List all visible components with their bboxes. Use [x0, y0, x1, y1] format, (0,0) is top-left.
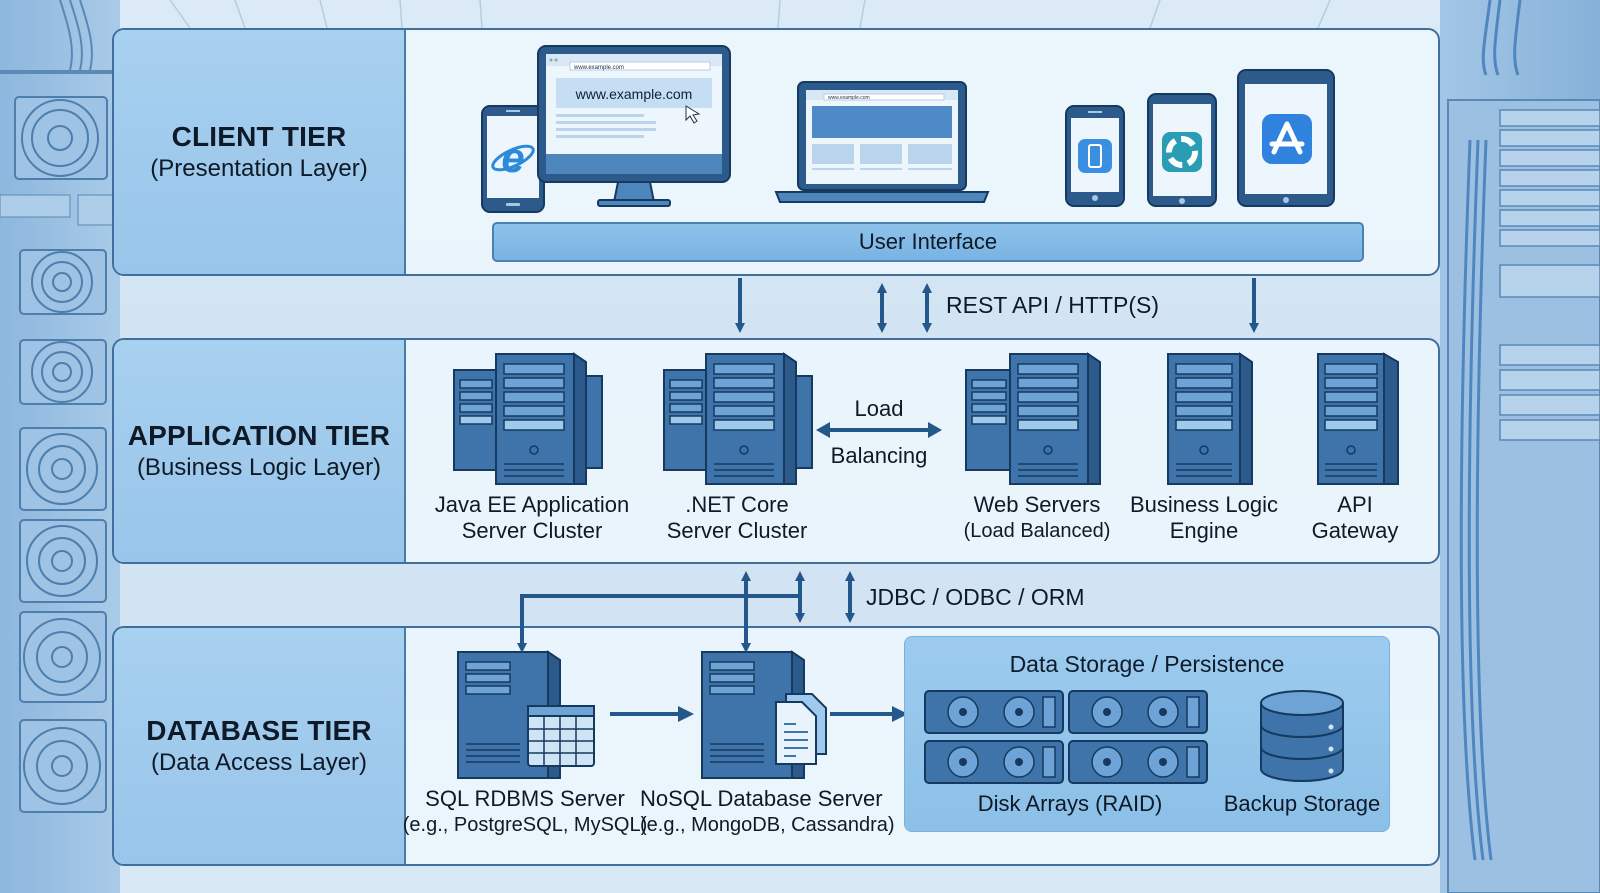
database-tier-subtitle: (Data Access Layer)	[150, 749, 368, 776]
rack-fan-icon	[14, 96, 108, 180]
monitor-url-text: www.example.com	[573, 65, 624, 71]
database-tier-label: DATABASE TIER (Data Access Layer)	[114, 628, 406, 864]
cursor-icon	[685, 105, 701, 124]
nosql-to-storage-arrow	[830, 706, 908, 722]
sql-to-nosql-arrow	[610, 706, 694, 722]
desktop-monitor: www.example.com www.example.com	[537, 45, 731, 207]
rest-api-label: REST API / HTTP(S)	[946, 292, 1159, 318]
java-ee-server-cluster-icon	[453, 352, 603, 485]
smartphone-device: e	[481, 105, 545, 213]
dotnet-server-cluster-icon	[663, 352, 813, 485]
client-tier-title: CLIENT TIER	[171, 121, 347, 152]
sql-server-label: SQL RDBMS Server(e.g., PostgreSQL, MySQL…	[402, 786, 648, 836]
api-gateway-icon	[1317, 352, 1399, 485]
data-storage-panel: Data Storage / Persistence Disk Arrays (…	[904, 636, 1390, 832]
backup-storage-label: Backup Storage	[1223, 791, 1381, 816]
nosql-database-server-icon	[701, 650, 827, 779]
internet-explorer-icon: e	[491, 134, 535, 181]
application-tier-title: APPLICATION TIER	[127, 420, 391, 451]
backup-storage-icon	[1260, 690, 1344, 782]
database-tier: DATABASE TIER (Data Access Layer) SQL RD…	[112, 626, 1440, 866]
web-servers-icon	[965, 352, 1101, 485]
user-interface-label: User Interface	[858, 229, 998, 254]
sql-rdbms-server-icon	[457, 650, 595, 779]
user-interface-bar: User Interface	[492, 222, 1364, 262]
disk-arrays-label: Disk Arrays (RAID)	[977, 791, 1163, 816]
laptop-url-text: www.example.com	[828, 95, 870, 101]
nosql-server-label: NoSQL Database Server(e.g., MongoDB, Cas…	[640, 786, 895, 836]
tablet-device	[1237, 69, 1335, 207]
web-servers-label: Web Servers(Load Balanced)	[963, 492, 1111, 542]
load-label: Load	[854, 396, 904, 421]
phone-app-icon	[1078, 139, 1112, 173]
jdbc-odbc-orm-label: JDBC / ODBC / ORM	[866, 584, 1085, 610]
app-to-sql-arrow	[517, 594, 800, 653]
business-logic-engine-icon	[1167, 352, 1253, 485]
phone-device	[1065, 105, 1125, 207]
client-tier: CLIENT TIER (Presentation Layer) e www.e…	[112, 28, 1440, 276]
application-tier-label: APPLICATION TIER (Business Logic Layer)	[114, 340, 406, 562]
disk-arrays-icon	[924, 690, 1208, 784]
client-tier-label: CLIENT TIER (Presentation Layer)	[114, 30, 406, 274]
document-icon	[775, 693, 827, 765]
load-balancing-arrow	[816, 422, 942, 438]
data-storage-title: Data Storage / Persistence	[1009, 651, 1285, 677]
laptop-device: www.example.com	[774, 81, 990, 203]
client-tier-subtitle: (Presentation Layer)	[150, 155, 368, 182]
application-tier-subtitle: (Business Logic Layer)	[136, 454, 382, 481]
monitor-banner-text: www.example.com	[575, 86, 693, 102]
database-tier-title: DATABASE TIER	[146, 715, 372, 746]
balancing-label: Balancing	[830, 443, 928, 468]
application-tier: APPLICATION TIER (Business Logic Layer) …	[112, 338, 1440, 564]
table-grid-icon	[527, 705, 595, 767]
small-tablet-device	[1147, 93, 1217, 207]
